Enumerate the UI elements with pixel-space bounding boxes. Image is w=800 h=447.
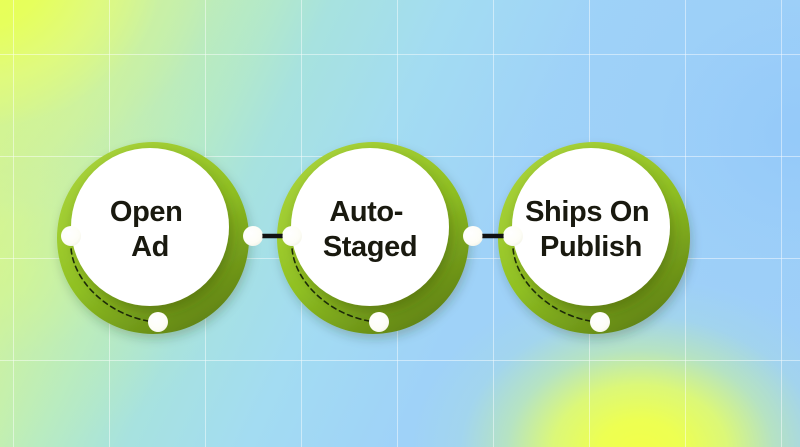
process-node-2[interactable]: Auto- Staged <box>277 142 483 334</box>
node-3-label-line-2: Publish <box>540 231 642 263</box>
node-2-bottom-dot[interactable] <box>369 312 389 332</box>
node-2-label-line-2: Staged <box>323 231 417 263</box>
node-1-inner-disc <box>71 148 229 306</box>
node-3-dashed-arc <box>512 239 598 323</box>
node-2-left-dot-cap[interactable] <box>282 226 302 246</box>
node-1-label: Open Ad <box>110 196 190 263</box>
node-3-label: Ships On Publish <box>525 196 657 263</box>
node-3-inner-disc <box>512 148 670 306</box>
node-3-bottom-dot[interactable] <box>590 312 610 332</box>
node-2-right-dot-cap[interactable] <box>463 226 483 246</box>
node-3-left-dot-cap[interactable] <box>503 226 523 246</box>
process-node-3[interactable]: Ships On Publish <box>498 142 690 334</box>
node-1-dashed-arc <box>70 239 156 323</box>
node-2-label-line-1: Auto- <box>329 196 403 228</box>
node-2-inner-disc <box>291 148 449 306</box>
node-1-bottom-dot[interactable] <box>148 312 168 332</box>
node-1-label-line-2: Ad <box>131 231 169 263</box>
node-2-dashed-arc <box>291 239 377 323</box>
node-3-label-line-1: Ships On <box>525 196 649 228</box>
node-1-left-dot[interactable] <box>61 226 81 246</box>
node-1-right-dot-cap[interactable] <box>243 226 263 246</box>
process-node-1[interactable]: Open Ad <box>57 142 263 334</box>
node-2-label: Auto- Staged <box>323 196 417 263</box>
node-1-label-line-1: Open <box>110 196 183 228</box>
